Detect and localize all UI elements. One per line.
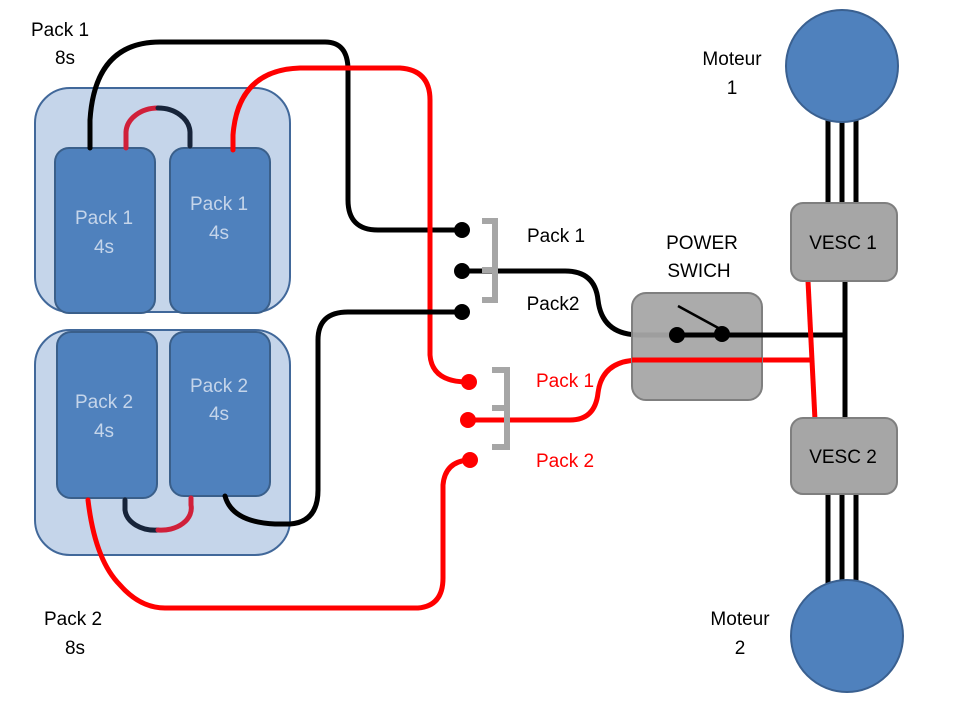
pack1-positive-wire <box>230 65 471 385</box>
vesc2-box[interactable] <box>790 417 898 495</box>
cell-label: Pack 2 <box>190 376 248 397</box>
pack1-cell-a <box>54 147 156 314</box>
motor2-label-2: 2 <box>735 638 746 659</box>
pack1-negative-wire <box>87 39 465 233</box>
terminal-dot <box>454 304 470 320</box>
power-switch-box[interactable] <box>631 292 763 401</box>
pack1-series-red <box>123 105 161 151</box>
motor1-circle[interactable] <box>785 9 899 123</box>
terminal-dot <box>462 452 478 468</box>
vesc-red-link <box>805 280 818 421</box>
pack1-series-black <box>155 105 193 149</box>
pack2-series-black <box>122 497 161 533</box>
switch-contact <box>714 326 730 342</box>
cell-sub: 4s <box>94 421 114 442</box>
motor2-circle[interactable] <box>790 579 904 693</box>
black-selector-bottom-label: Pack2 <box>527 294 580 315</box>
black-selector-bracket[interactable] <box>482 218 498 303</box>
terminal-dot <box>461 374 477 390</box>
vesc2-label: VESC 2 <box>809 447 877 468</box>
red-selector-top-label: Pack 1 <box>536 371 594 392</box>
pack2-cell-a <box>56 331 158 499</box>
cell-label: Pack 1 <box>190 194 248 215</box>
switch-contact <box>669 327 685 343</box>
red-selector-bottom-label: Pack 2 <box>536 451 594 472</box>
pack2-cell-b <box>169 331 271 497</box>
pack2-series-red <box>155 495 194 533</box>
cell-sub: 4s <box>94 237 114 258</box>
pack2-positive-wire <box>85 457 471 611</box>
pack2-sub: 8s <box>65 638 85 659</box>
black-selector-top-label: Pack 1 <box>527 226 585 247</box>
vesc1-label: VESC 1 <box>809 233 877 254</box>
motor1-label-1: Moteur <box>702 49 762 70</box>
pack2-negative-wire <box>222 309 465 527</box>
switch-lever <box>677 304 723 332</box>
pack1-sub: 8s <box>55 48 75 69</box>
vesc1-box[interactable] <box>790 202 898 282</box>
pack1-title: Pack 1 <box>31 20 89 41</box>
cell-sub: 4s <box>209 223 229 244</box>
terminal-dot <box>454 263 470 279</box>
red-selector-bracket[interactable] <box>492 367 510 450</box>
power-switch-label-2: SWICH <box>667 261 730 282</box>
motor1-label-2: 1 <box>727 78 738 99</box>
terminal-dot <box>460 412 476 428</box>
motor-phase-wires <box>825 118 859 585</box>
pack1-cell-b <box>169 147 271 314</box>
cell-label: Pack 2 <box>75 392 133 413</box>
selector-to-vesc-red-wire <box>465 357 813 423</box>
selector-to-switch-wire <box>459 268 683 338</box>
motor2-label-1: Moteur <box>710 609 770 630</box>
cell-sub: 4s <box>209 404 229 425</box>
terminal-dot <box>454 222 470 238</box>
power-switch-label-1: POWER <box>666 233 738 254</box>
pack2-title: Pack 2 <box>44 609 102 630</box>
cell-label: Pack 1 <box>75 208 133 229</box>
